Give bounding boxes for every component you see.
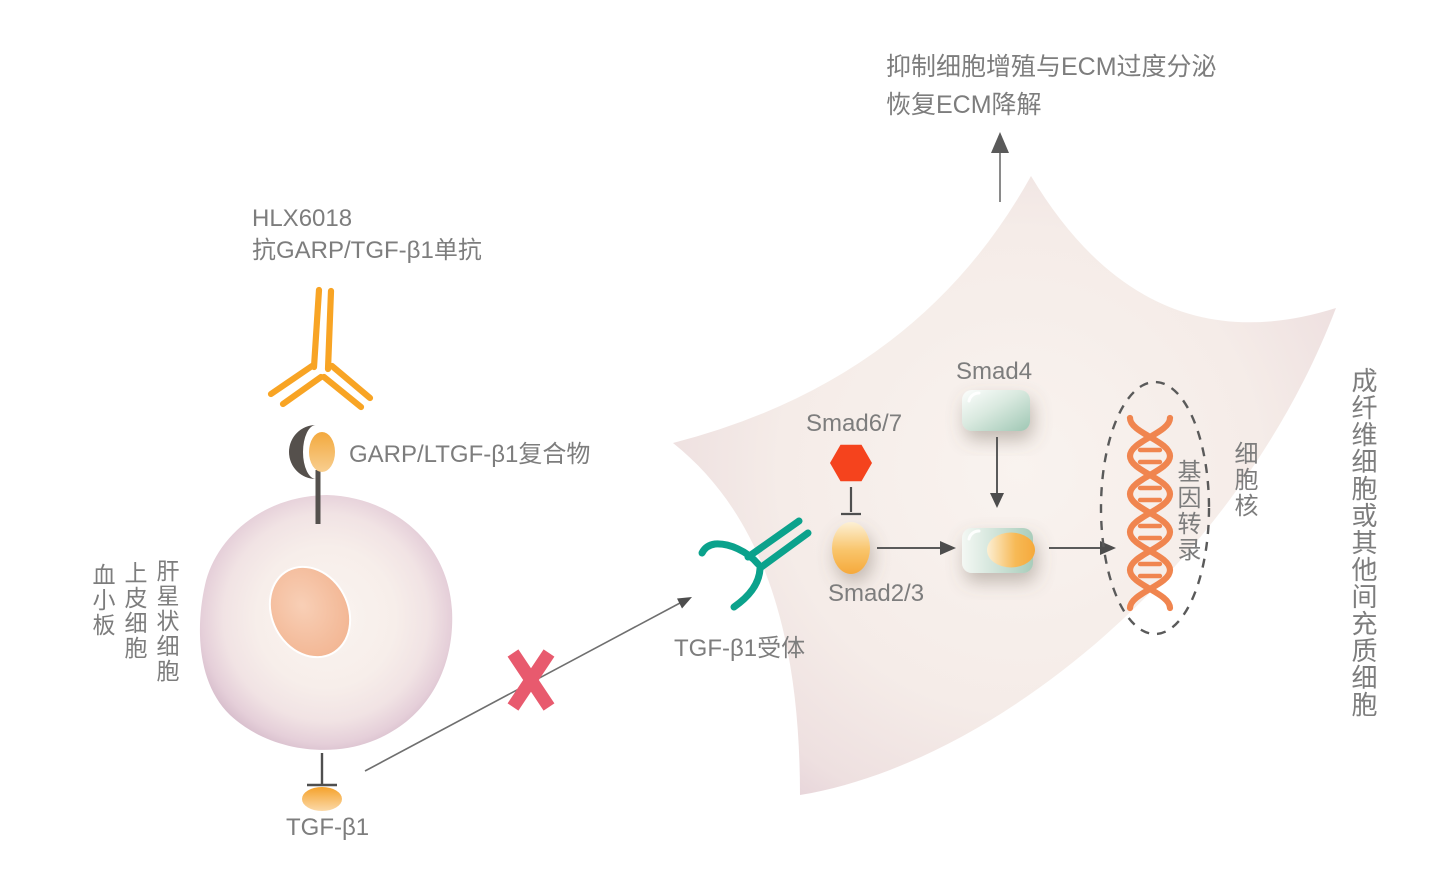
fibroblast-cell-body [673,176,1336,795]
gene-transcription-label: 基因转录 [1173,459,1200,563]
smad67-inhibition-bar-icon [841,487,861,516]
stellate-cell-nucleus [268,565,352,659]
source-cell-label-stellate: 肝星状细胞 [153,559,179,684]
tgfb1-inhibition-bar-icon [307,753,337,787]
source-cell-label-platelet: 血小板 [89,563,115,638]
smad-complex-icon [962,528,1035,573]
tgfb1-receptor-icon [698,517,812,611]
garp-ltgfb1-complex-icon [289,425,335,479]
dna-helix-icon [1126,414,1174,612]
hlx6018-antibody-icon [267,286,374,411]
tgfb1-ligand-icon [302,787,342,811]
smad67-label: Smad6/7 [806,410,903,437]
outcome-line2: 恢复ECM降解 [886,91,1042,119]
outcome-text: 抑制细胞增殖与ECM过度分泌 恢复ECM降解 [886,48,1217,124]
antibody-description: 抗GARP/TGF-β1单抗 [252,237,482,264]
smad4-box-icon [962,390,1030,431]
smad4-label: Smad4 [956,358,1033,385]
nucleus-label: 细胞核 [1230,441,1257,519]
blocked-x-icon [507,649,555,711]
target-cell-label: 成纤维细胞或其他间充质细胞 [1348,367,1378,718]
source-cell-label-epithelial: 上皮细胞 [121,561,147,661]
outcome-up-arrow [991,132,1009,202]
outcome-line1: 抑制细胞增殖与ECM过度分泌 [886,53,1217,81]
smad4-to-complex-arrow [990,437,1004,508]
antibody-name: HLX6018 [252,205,353,232]
garp-complex-label: GARP/LTGF-β1复合物 [349,441,591,468]
receptor-label: TGF-β1受体 [674,635,806,662]
nucleus-boundary [1099,380,1211,636]
antibody-label: HLX6018 抗GARP/TGF-β1单抗 [252,203,482,267]
smad23-oval-icon [832,522,870,574]
smad23-to-complex-arrow [877,541,956,555]
smad23-label: Smad2/3 [828,580,925,607]
tgfb1-label: TGF-β1 [286,814,370,841]
smad67-hexagon-icon [830,444,872,482]
